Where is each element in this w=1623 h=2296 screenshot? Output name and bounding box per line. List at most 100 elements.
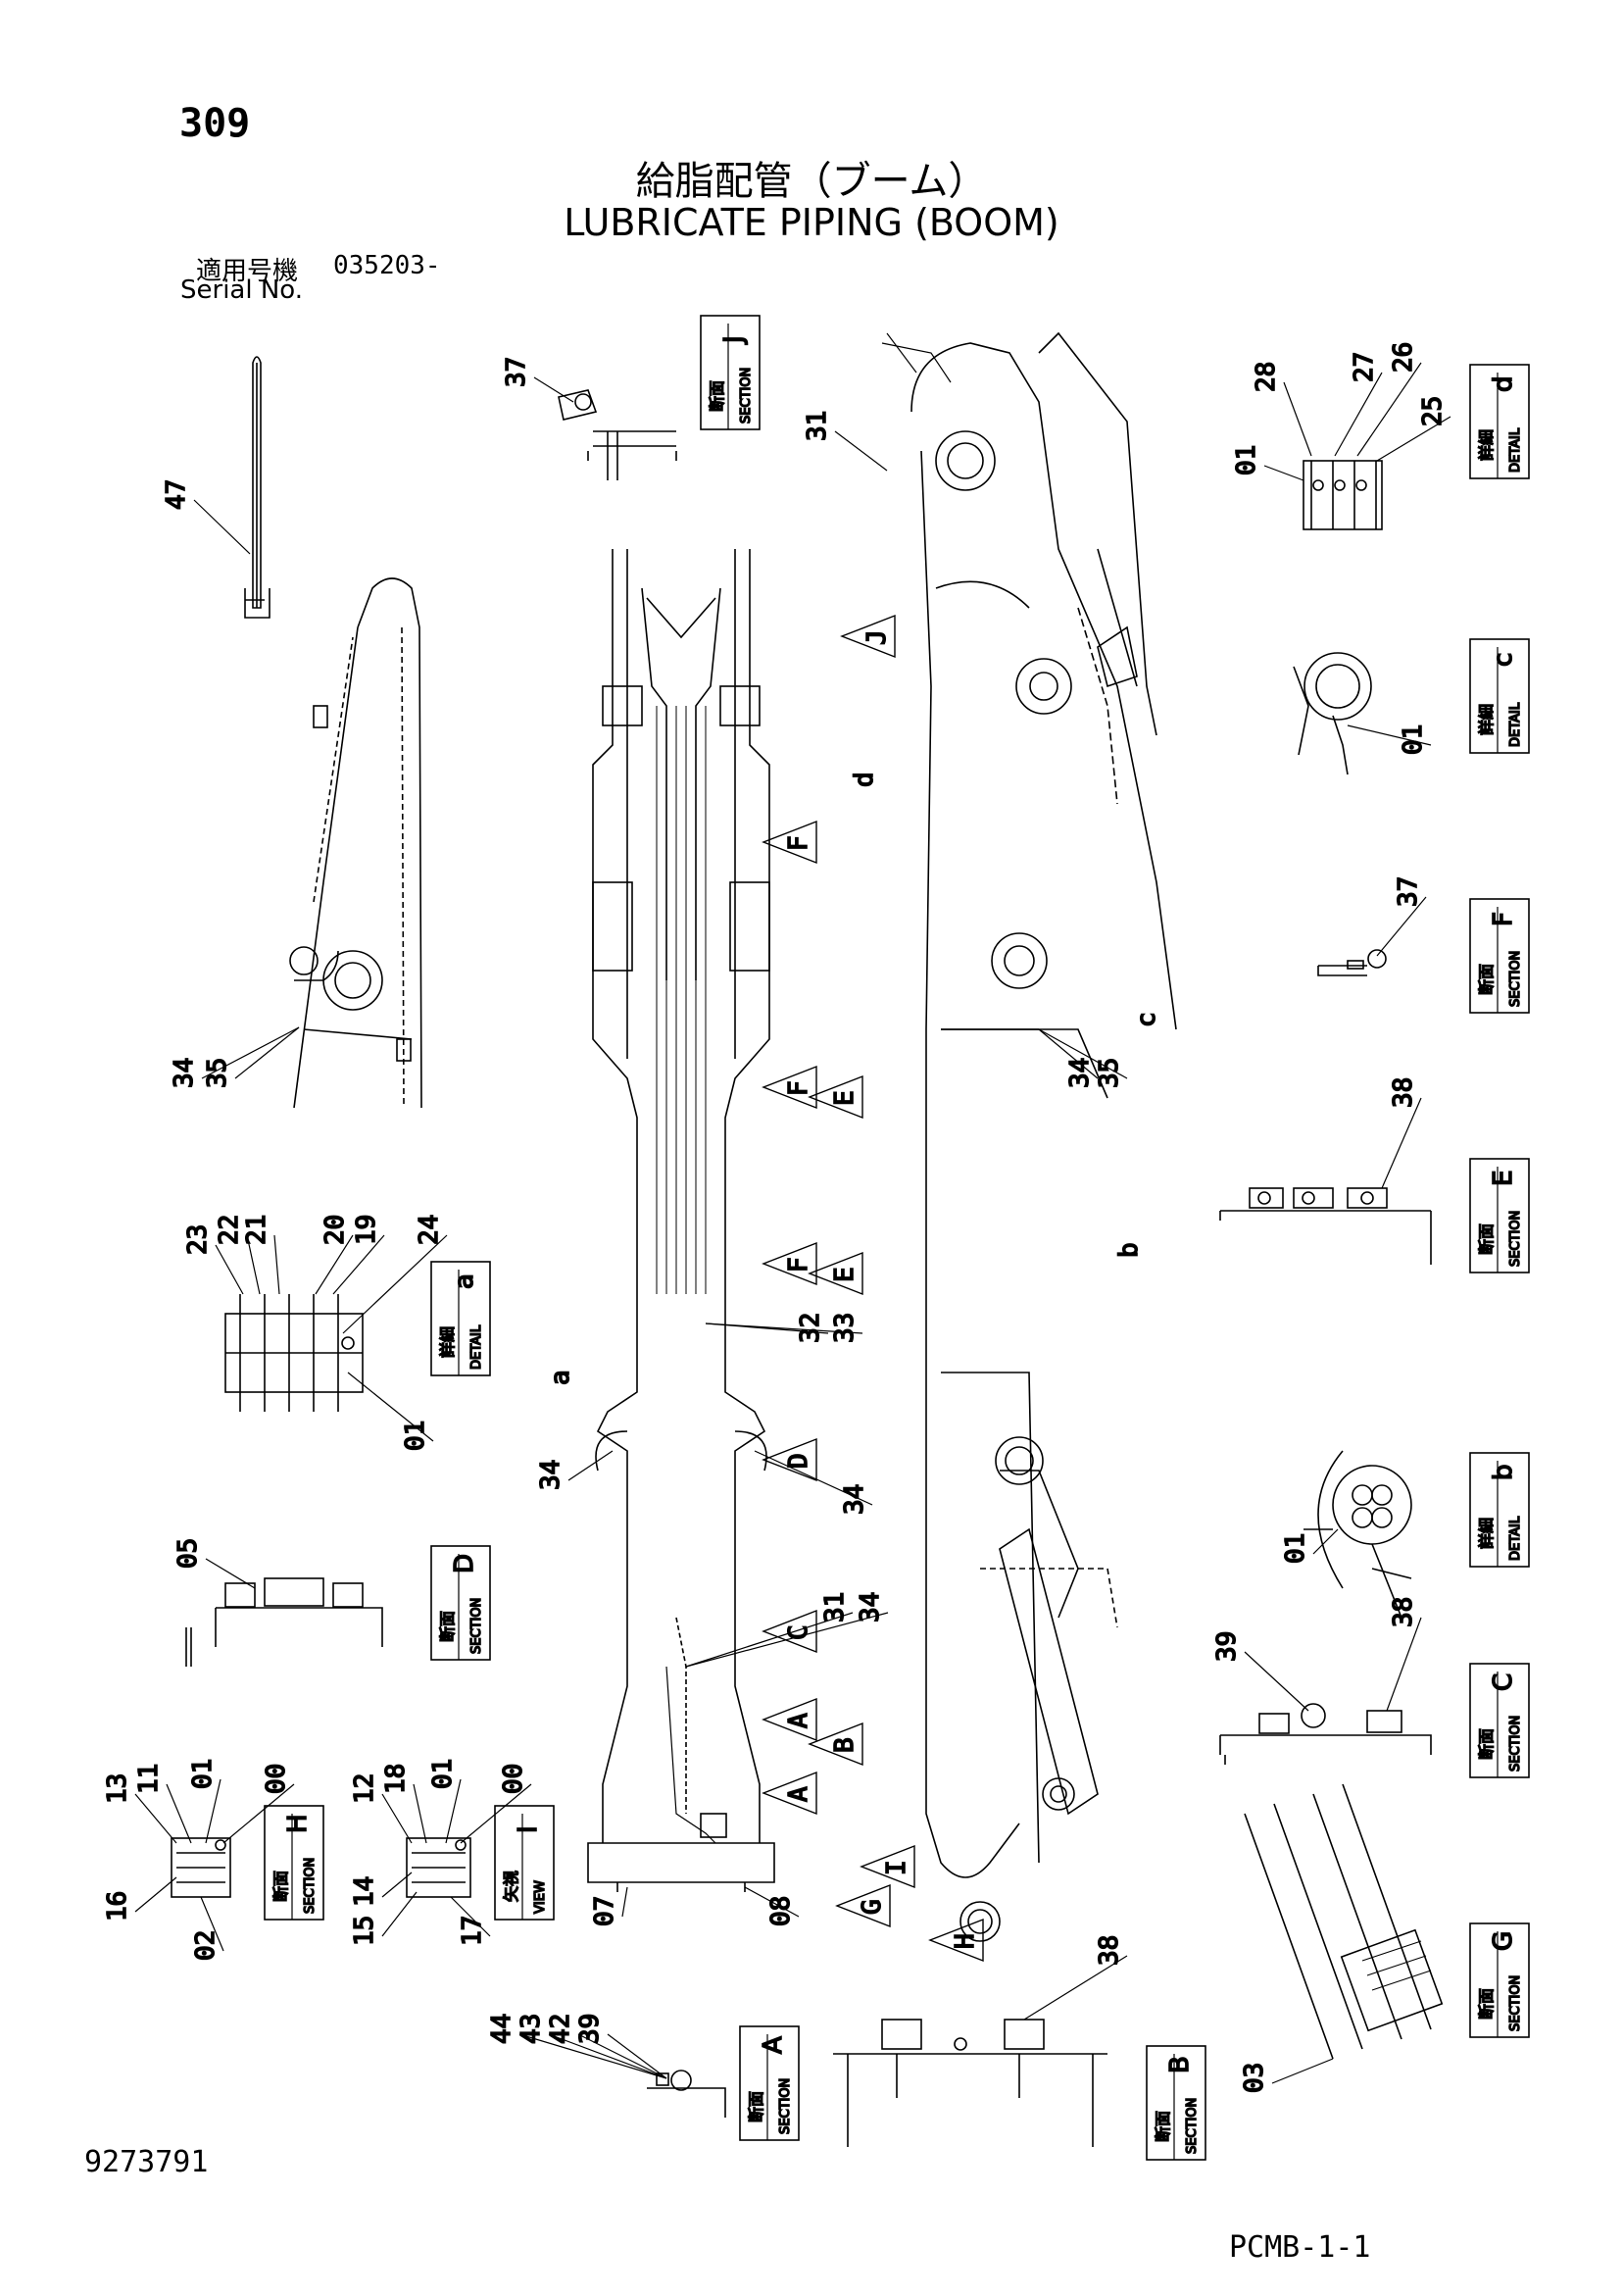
leader-line <box>413 1783 427 1844</box>
serial-label-japanese: 適用号機 <box>196 257 299 286</box>
part-label: 01 <box>188 1759 218 1789</box>
part-label: 01 <box>428 1759 458 1789</box>
part-label: 12 <box>350 1773 379 1804</box>
page-number: 309 <box>179 101 251 146</box>
leader-line <box>201 1026 300 1079</box>
part-label: 13 <box>103 1773 132 1804</box>
detail-d-drawing <box>1303 460 1383 530</box>
part-label: 00 <box>262 1764 291 1794</box>
part-label: 16 <box>103 1891 132 1922</box>
section-box-kind-en: SECTION <box>739 368 754 424</box>
view-arrow <box>762 1697 817 1742</box>
leader-line <box>347 1372 434 1442</box>
part-label: 15 <box>350 1916 379 1946</box>
view-arrow <box>762 1437 817 1482</box>
view-marker: E <box>830 1267 860 1282</box>
section-a-drawing <box>647 2070 726 2118</box>
section-h-drawing <box>171 1837 231 1898</box>
leader-line <box>381 1793 413 1844</box>
view-arrow <box>808 1722 863 1767</box>
view-marker: F <box>784 1257 813 1273</box>
leader-line <box>315 1234 354 1295</box>
section-box-kind-en: DETAIL <box>1508 427 1523 473</box>
leader-line <box>222 1783 295 1844</box>
leader-line <box>1283 381 1312 457</box>
part-label: 18 <box>381 1764 411 1794</box>
part-label: 42 <box>546 2014 575 2044</box>
view-arrow <box>835 1883 891 1928</box>
leader-line <box>567 1450 614 1481</box>
part-label: 01 <box>401 1421 430 1451</box>
part-label: 38 <box>1389 1077 1418 1108</box>
section-box-kind-jp: 詳細 <box>1477 1518 1496 1549</box>
view-marker: D <box>784 1453 813 1469</box>
part-label: 38 <box>1095 1935 1124 1966</box>
leader-line <box>1271 2058 1334 2084</box>
view-marker: A <box>784 1713 813 1728</box>
detail-marker: d <box>850 772 879 787</box>
leader-line <box>1038 1028 1099 1079</box>
part-label: 34 <box>170 1058 199 1088</box>
part-label: 05 <box>173 1538 203 1569</box>
section-box-id: a <box>450 1273 479 1289</box>
section-box-id: d <box>1489 375 1518 392</box>
leader-line <box>1356 362 1422 457</box>
part-47-drawing <box>244 356 270 619</box>
view-marker: H <box>951 1933 980 1949</box>
part-label: 07 <box>590 1896 619 1926</box>
section-box-kind-jp: 断面 <box>271 1871 290 1902</box>
part-label: 31 <box>803 411 832 441</box>
part-label: 20 <box>320 1215 350 1245</box>
part-label: 17 <box>458 1916 487 1946</box>
view-marker: F <box>784 835 813 851</box>
section-box-kind-en: SECTION <box>303 1858 318 1914</box>
section-box-kind-jp: 詳細 <box>1477 704 1496 735</box>
part-label: 33 <box>830 1313 860 1343</box>
part-label: 39 <box>575 2014 605 2044</box>
section-box-id: c <box>1489 653 1518 667</box>
detail-marker: b <box>1114 1242 1144 1258</box>
leader-line <box>234 1026 300 1079</box>
section-box-id: G <box>1489 1931 1518 1951</box>
leader-line <box>205 1778 221 1844</box>
part-label: 31 <box>820 1592 850 1622</box>
part-label: 34 <box>1065 1058 1095 1088</box>
view-marker: G <box>858 1899 887 1915</box>
section-box-kind-jp: 断面 <box>1154 2111 1172 2142</box>
section-j-drawing <box>558 389 677 480</box>
leader-line <box>577 2033 667 2079</box>
section-c-drawing <box>1219 1703 1432 1765</box>
view-marker: A <box>784 1786 813 1802</box>
section-box-kind-jp: 断面 <box>1477 1223 1496 1255</box>
part-label: 01 <box>1281 1533 1310 1564</box>
view-i-drawing <box>406 1837 471 1898</box>
section-e-drawing <box>1219 1187 1432 1265</box>
part-label: 24 <box>415 1215 444 1245</box>
leader-line <box>1381 1097 1422 1189</box>
leader-line <box>1263 465 1304 481</box>
section-box-kind-en: SECTION <box>1508 951 1523 1007</box>
part-label: 35 <box>1095 1058 1124 1088</box>
leader-line <box>621 1886 628 1918</box>
section-box-kind-jp: 断面 <box>1477 1728 1496 1760</box>
detail-c-drawing <box>1293 652 1372 775</box>
part-label: 03 <box>1240 2063 1269 2093</box>
leader-line <box>685 1612 889 1668</box>
part-label: 23 <box>183 1224 213 1255</box>
leader-line <box>246 1234 261 1295</box>
view-marker: J <box>862 629 892 645</box>
part-label: 34 <box>840 1484 869 1515</box>
section-box-id: C <box>1489 1673 1518 1691</box>
leader-line <box>332 1234 385 1295</box>
section-box-id: E <box>1489 1171 1518 1186</box>
section-f-drawing <box>1317 949 1387 976</box>
leader-line <box>1023 1955 1128 2021</box>
section-box-kind-jp: 矢視 <box>502 1871 520 1902</box>
